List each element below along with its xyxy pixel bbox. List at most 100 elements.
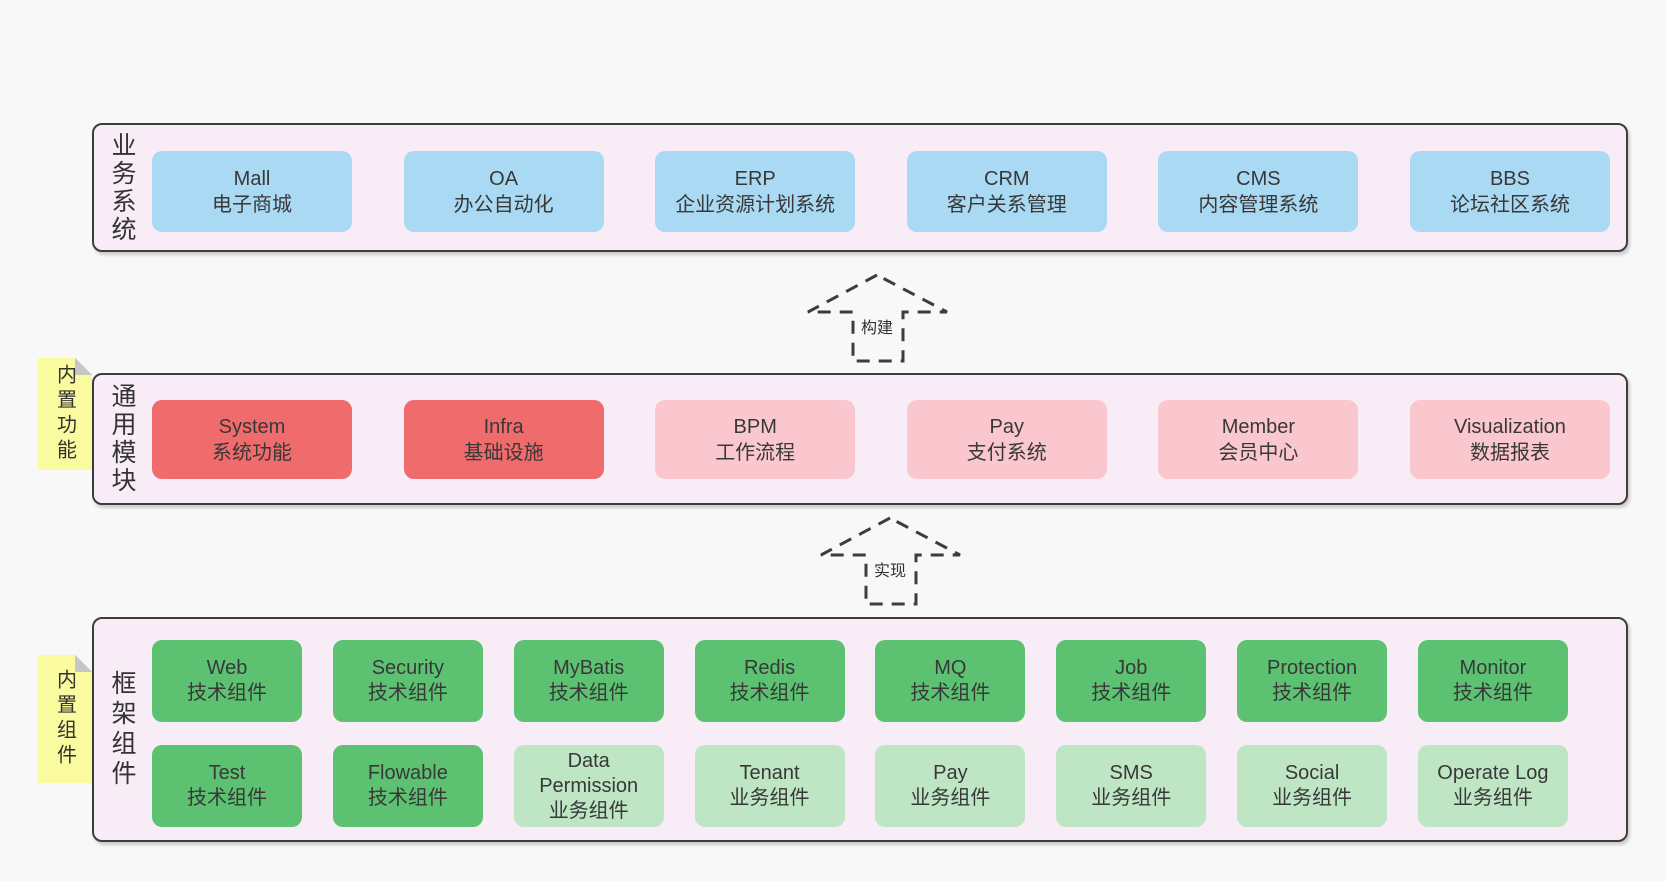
layer-business-systems: 业务系统 Mall 电子商城 OA 办公自动化 ERP 企业资源计划系统 CRM…	[92, 123, 1628, 252]
box-subtitle: 技术组件	[187, 682, 267, 704]
box-title: SMS	[1109, 762, 1153, 784]
box-data-permission: Data Permission 业务组件	[513, 745, 664, 827]
box-mall: Mall 电子商城	[152, 151, 352, 232]
box-subtitle: 企业资源计划系统	[675, 193, 836, 216]
box-title: BBS	[1489, 167, 1530, 190]
box-title: MyBatis	[553, 657, 625, 679]
box-subtitle: 技术组件	[1091, 682, 1172, 704]
layer-label: 框架组件	[108, 669, 136, 790]
box-job: Job 技术组件	[1056, 640, 1207, 722]
box-subtitle: 技术组件	[729, 682, 810, 704]
box-bpm: BPM 工作流程	[655, 400, 856, 479]
box-member: Member 会员中心	[1158, 400, 1359, 479]
box-title: Infra	[483, 415, 524, 438]
box-visualization: Visualization 数据报表	[1409, 400, 1610, 479]
box-subtitle: 业务组件	[729, 787, 810, 809]
box-subtitle: 办公自动化	[453, 193, 554, 216]
box-title: ERP	[734, 167, 776, 190]
box-title: Security	[371, 657, 444, 679]
box-subtitle: 业务组件	[910, 787, 991, 809]
box-subtitle: 支付系统	[966, 441, 1047, 464]
box-subtitle: 技术组件	[1452, 682, 1533, 704]
sticky-note-label: 内置组件	[53, 669, 76, 769]
sticky-note-builtin-components: 内置组件	[38, 655, 92, 783]
box-flowable: Flowable 技术组件	[332, 745, 483, 827]
box-subtitle: 技术组件	[187, 787, 267, 809]
box-title: CRM	[984, 167, 1030, 190]
box-subtitle: 业务组件	[1452, 787, 1533, 809]
modules-box-row: System 系统功能 Infra 基础设施 BPM 工作流程 Pay 支付系统…	[152, 400, 1610, 479]
box-subtitle: 技术组件	[910, 682, 991, 704]
box-protection: Protection 技术组件	[1237, 640, 1388, 722]
box-subtitle: 系统功能	[212, 441, 292, 464]
box-subtitle: 内容管理系统	[1198, 193, 1319, 216]
arrow-label: 实现	[873, 563, 907, 580]
box-title: Protection	[1267, 657, 1358, 679]
components-box-row-1: Web 技术组件 Security 技术组件 MyBatis 技术组件 Redi…	[152, 640, 1568, 722]
box-subtitle: 电子商城	[212, 193, 292, 216]
layer-framework-components: 框架组件 Web 技术组件 Security 技术组件 MyBatis 技术组件…	[92, 617, 1628, 842]
box-subtitle: 论坛社区系统	[1449, 193, 1570, 216]
box-subtitle: 技术组件	[548, 682, 629, 704]
box-title: Pay	[989, 415, 1025, 438]
layer-label: 业务系统	[108, 131, 136, 244]
box-system: System 系统功能	[152, 400, 352, 479]
box-social: Social 业务组件	[1237, 745, 1388, 827]
box-tenant: Tenant 业务组件	[694, 745, 845, 827]
box-redis: Redis 技术组件	[694, 640, 845, 722]
sticky-note-builtin-features: 内置功能	[38, 358, 92, 470]
box-title: Tenant	[739, 762, 800, 784]
implement-arrow: 实现	[815, 515, 965, 607]
box-web: Web 技术组件	[152, 640, 302, 722]
layer-label: 通用模块	[108, 383, 136, 495]
folded-corner-icon	[75, 655, 92, 672]
box-title: MQ	[934, 657, 967, 679]
sticky-note-label: 内置功能	[53, 364, 76, 464]
box-title: Monitor	[1459, 657, 1527, 679]
box-subtitle: 技术组件	[367, 682, 448, 704]
box-bbs: BBS 论坛社区系统	[1409, 151, 1610, 232]
box-mq: MQ 技术组件	[875, 640, 1026, 722]
folded-corner-icon	[75, 358, 92, 375]
box-title: Flowable	[367, 762, 448, 784]
box-subtitle: 业务组件	[1091, 787, 1172, 809]
box-subtitle: 会员中心	[1218, 441, 1299, 464]
box-subtitle: 数据报表	[1469, 441, 1550, 464]
box-title: OA	[489, 167, 519, 190]
box-oa: OA 办公自动化	[403, 151, 604, 232]
box-crm: CRM 客户关系管理	[906, 151, 1107, 232]
build-arrow: 构建	[802, 272, 952, 364]
box-title: Data Permission	[539, 749, 639, 797]
box-sms: SMS 业务组件	[1056, 745, 1207, 827]
box-pay-component: Pay 业务组件	[875, 745, 1026, 827]
box-subtitle: 业务组件	[1272, 787, 1353, 809]
box-title: Operate Log	[1437, 762, 1549, 784]
box-erp: ERP 企业资源计划系统	[655, 151, 856, 232]
box-subtitle: 业务组件	[548, 799, 629, 822]
box-operate-log: Operate Log 业务组件	[1417, 745, 1568, 827]
box-title: System	[218, 415, 286, 438]
box-title: Visualization	[1454, 415, 1566, 438]
box-title: Member	[1221, 415, 1296, 438]
box-title: Mall	[233, 167, 271, 190]
business-box-row: Mall 电子商城 OA 办公自动化 ERP 企业资源计划系统 CRM 客户关系…	[152, 151, 1610, 232]
box-title: Web	[206, 657, 248, 679]
box-title: Job	[1115, 657, 1148, 679]
layer-common-modules: 通用模块 System 系统功能 Infra 基础设施 BPM 工作流程 Pay…	[92, 373, 1628, 505]
box-subtitle: 技术组件	[1272, 682, 1353, 704]
box-title: Test	[208, 762, 246, 784]
box-subtitle: 客户关系管理	[946, 193, 1067, 216]
box-test: Test 技术组件	[152, 745, 302, 827]
box-title: Redis	[743, 657, 796, 679]
box-title: Pay	[933, 762, 968, 784]
box-mybatis: MyBatis 技术组件	[513, 640, 664, 722]
box-title: CMS	[1236, 167, 1281, 190]
box-title: BPM	[733, 415, 777, 438]
components-box-row-2: Test 技术组件 Flowable 技术组件 Data Permission …	[152, 745, 1568, 827]
box-title: Social	[1284, 762, 1340, 784]
box-cms: CMS 内容管理系统	[1158, 151, 1359, 232]
box-pay-module: Pay 支付系统	[906, 400, 1107, 479]
box-subtitle: 技术组件	[367, 787, 448, 809]
box-subtitle: 基础设施	[463, 441, 544, 464]
